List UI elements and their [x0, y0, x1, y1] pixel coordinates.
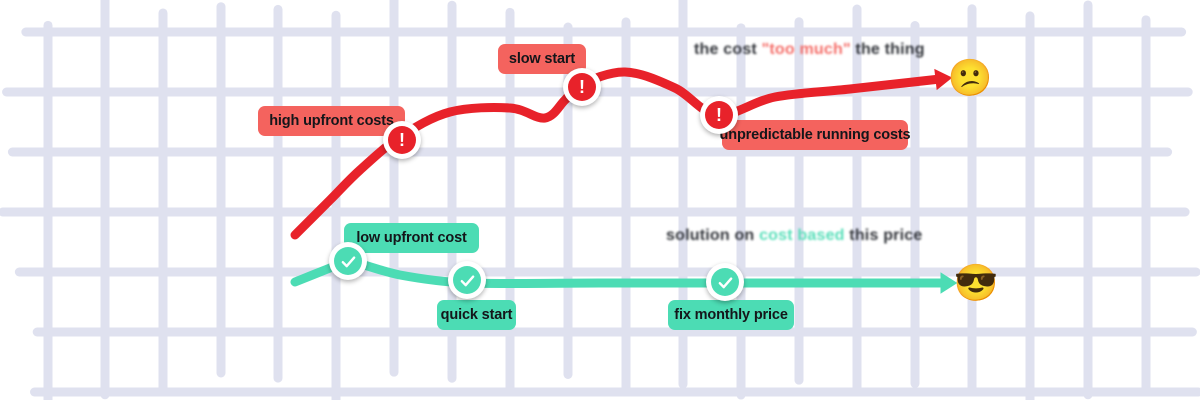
label-quick-start-text: quick start — [440, 306, 513, 323]
marker-check-quick-start — [448, 261, 486, 299]
exclamation-icon: ! — [568, 73, 596, 101]
heading-red-part-3: the thing — [850, 41, 925, 58]
check-icon — [711, 268, 739, 296]
check-icon — [334, 247, 362, 275]
label-quick-start: quick start — [437, 300, 516, 330]
marker-warning-high-upfront-costs: ! — [383, 121, 421, 159]
label-high-upfront-costs: high upfront costs — [258, 106, 405, 136]
heading-red-track: the cost "too much" the thing — [694, 42, 925, 58]
teal-arrow-head — [940, 272, 958, 294]
heading-teal-part-1: solution on — [666, 227, 760, 244]
marker-check-fix-monthly-price — [706, 263, 744, 301]
label-high-upfront-costs-text: high upfront costs — [269, 112, 394, 129]
label-slow-start-text: slow start — [508, 50, 576, 67]
emoji-cool-face: 😎 — [953, 261, 999, 305]
label-fix-monthly-price: fix monthly price — [668, 300, 794, 330]
marker-check-low-upfront-cost — [329, 242, 367, 280]
label-low-upfront-cost-text: low upfront cost — [356, 229, 467, 246]
heading-red-part-2-highlight: "too much" — [761, 41, 851, 58]
heading-teal-part-2-highlight: cost based — [759, 227, 845, 244]
red-trend-line — [290, 67, 945, 240]
label-low-upfront-cost: low upfront cost — [344, 223, 479, 253]
cool-face-icon: 😎 — [953, 262, 999, 303]
check-icon — [453, 266, 481, 294]
heading-teal-track: solution on cost based this price — [666, 228, 922, 244]
confused-face-icon: 😕 — [947, 57, 993, 98]
exclamation-icon: ! — [388, 126, 416, 154]
heading-red-part-1: the cost — [694, 41, 762, 58]
label-slow-start: slow start — [498, 44, 586, 74]
label-unpredictable-running-costs: unpredictable running costs — [719, 120, 911, 150]
red-arrow-head — [934, 68, 953, 91]
marker-warning-unpredictable-running-costs: ! — [700, 96, 738, 134]
emoji-confused-face: 😕 — [947, 56, 993, 100]
label-fix-monthly-price-text: fix monthly price — [674, 306, 788, 323]
heading-teal-part-3: this price — [844, 227, 923, 244]
marker-warning-slow-start: ! — [563, 68, 601, 106]
teal-trend-line — [290, 256, 950, 289]
exclamation-icon: ! — [705, 101, 733, 129]
label-unpredictable-running-costs-text: unpredictable running costs — [719, 126, 911, 143]
